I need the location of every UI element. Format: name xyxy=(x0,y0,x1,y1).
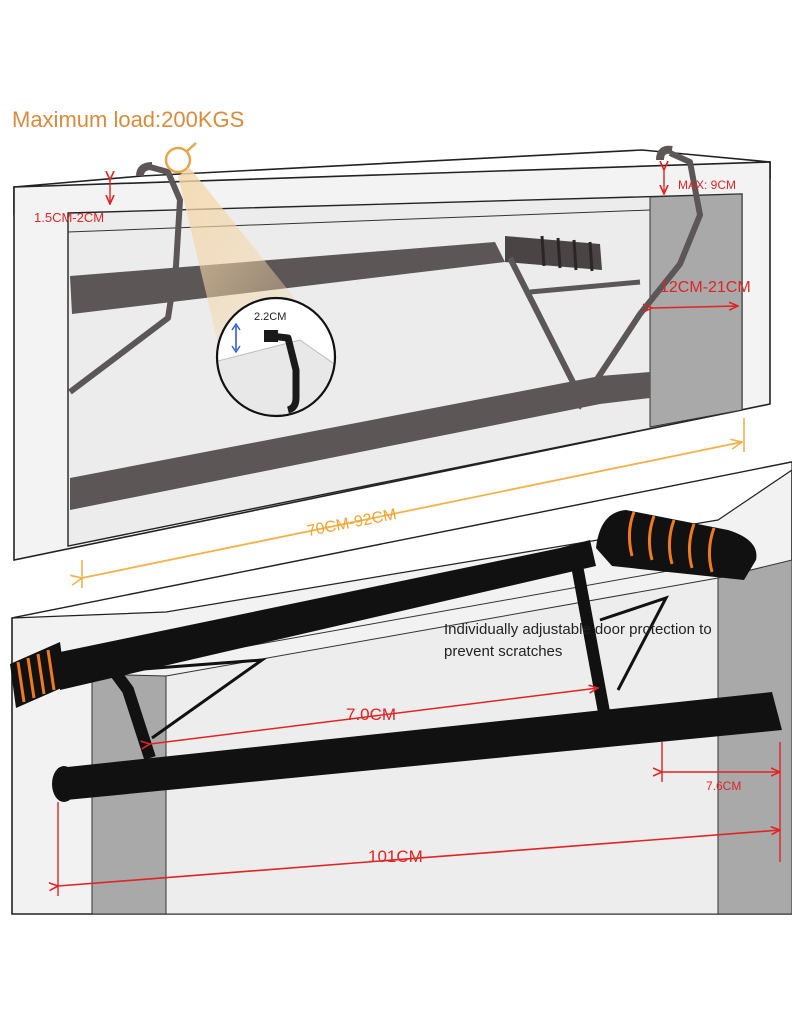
end-length-label: 7.6CM xyxy=(706,779,741,793)
door-width-label: 70CM-92CM xyxy=(306,506,398,540)
bottom-dimension-lines xyxy=(58,688,780,896)
hook-detail-inset xyxy=(164,142,337,418)
total-length-label: 101CM xyxy=(368,847,423,866)
wall-depth-label: 12CM-21CM xyxy=(660,279,751,296)
hook-gap-label: MAX: 9CM xyxy=(678,178,736,192)
inner-width-label: 7.0CM xyxy=(346,705,396,724)
door-protection-note-line1: Individually adjustable door protection … xyxy=(444,621,712,638)
hook-width-label: 2.2CM xyxy=(254,311,286,323)
frame-thickness-label: 1.5CM-2CM xyxy=(34,210,104,225)
top-dimension-lines xyxy=(82,170,745,588)
door-protection-note-line2: prevent scratches xyxy=(444,643,562,660)
max-load-title: Maximum load:200KGS xyxy=(12,107,244,132)
